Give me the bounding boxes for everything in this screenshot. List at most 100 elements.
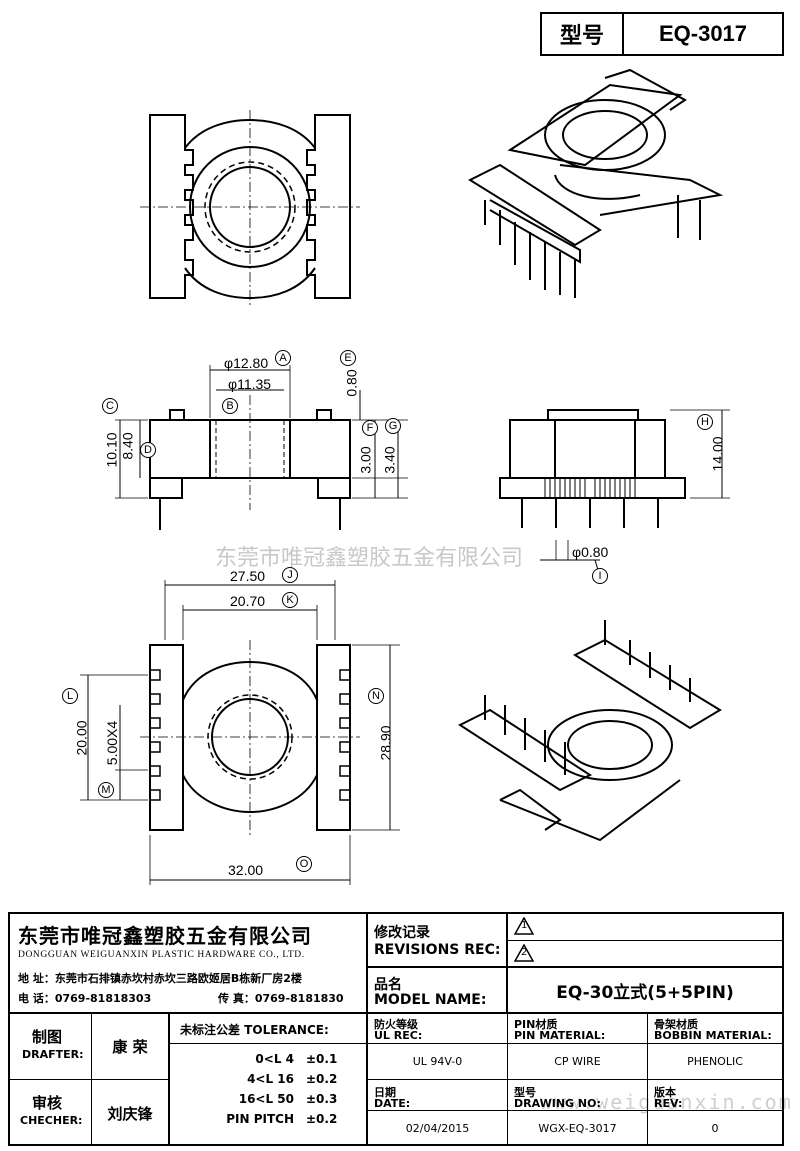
drafter-name: 康 荣	[112, 1038, 148, 1056]
company-name-cn: 东莞市唯冠鑫塑胶五金有限公司	[18, 924, 312, 948]
dim-k: 20.70	[230, 593, 266, 609]
checker-label: 审核 CHECHER:	[10, 1080, 92, 1146]
date-label-cn: 日期	[374, 1086, 396, 1099]
bobbin-label-en: BOBBIN MATERIAL:	[654, 1029, 772, 1042]
dim-a: φ12.80	[224, 355, 269, 371]
dwg-value: WGX-EQ-3017	[538, 1122, 617, 1135]
tolerance-value: ±0.2	[306, 1112, 338, 1126]
dim-m: 5.00X4	[104, 720, 121, 766]
dim-f: 3.00	[357, 446, 374, 474]
ul-value: UL 94V-0	[412, 1055, 463, 1068]
top-view	[140, 110, 360, 305]
drafter-label: 制图 DRAFTER:	[10, 1014, 92, 1080]
model-number: EQ-3017	[658, 21, 748, 46]
tolerance-header: 未标注公差 TOLERANCE:	[170, 1014, 368, 1044]
callout-d: D	[140, 442, 156, 458]
callout-h: H	[697, 414, 713, 430]
ul-label-en: UL REC:	[374, 1029, 423, 1042]
bobbin-label-cn: 骨架材质	[654, 1018, 698, 1031]
company-fax: 传 真：0769-8181830	[218, 992, 344, 1005]
dwg-label-en: DRAWING NO:	[514, 1097, 601, 1110]
checker-label-en: CHECHER:	[20, 1114, 83, 1127]
dim-b: φ11.35	[228, 376, 272, 392]
ul-value-cell: UL 94V-0	[368, 1044, 508, 1080]
company-info: 东莞市唯冠鑫塑胶五金有限公司 DONGGUAN WEIGUANXIN PLAST…	[10, 914, 368, 1012]
dim-d: 8.40	[119, 432, 136, 460]
title-box: 型号 EQ-3017	[540, 12, 784, 56]
bobbin-label-cell: 骨架材质 BOBBIN MATERIAL:	[648, 1014, 782, 1044]
dim-g: 3.40	[381, 446, 398, 474]
rev-label-cn: 版本	[654, 1086, 676, 1099]
drafter-label-en: DRAFTER:	[22, 1048, 84, 1061]
tolerance-range: 16<L 50	[238, 1092, 294, 1106]
callout-o: O	[296, 856, 312, 872]
watermark-company: 东莞市唯冠鑫塑胶五金有限公司	[215, 546, 524, 571]
rev-value-cell: 0	[648, 1110, 782, 1146]
side-view	[499, 409, 730, 571]
callout-e: E	[340, 350, 356, 366]
tolerance-range: 0<L 4	[255, 1052, 294, 1066]
date-label-en: DATE:	[374, 1097, 411, 1110]
model-label-cn: 品名	[374, 977, 402, 993]
tolerance-range: PIN PITCH	[226, 1112, 294, 1126]
revisions-label-cn: 修改记录	[374, 925, 430, 941]
drafter-name-cell: 康 荣	[92, 1014, 170, 1080]
model-name-value: EQ-30立式(5+5PIN)	[508, 968, 782, 1012]
dim-l: 20.00	[73, 720, 90, 756]
callout-b: B	[222, 398, 238, 414]
front-view	[115, 365, 408, 530]
company-address: 地 址：东莞市石排镇赤坎村赤坎三路欧姬居B栋新厂房2楼	[18, 972, 302, 985]
tolerance-value: ±0.1	[306, 1052, 338, 1066]
dim-h: 14.00	[709, 436, 726, 472]
revision-triangle-icon	[514, 917, 534, 935]
revisions-label: 修改记录 REVISIONS REC:	[368, 914, 508, 968]
pin-value-cell: CP WIRE	[508, 1044, 648, 1080]
model-name-text: EQ-30立式(5+5PIN)	[556, 982, 734, 1003]
title-block: 东莞市唯冠鑫塑胶五金有限公司 DONGGUAN WEIGUANXIN PLAST…	[8, 912, 784, 1146]
dim-i: φ0.80	[572, 544, 609, 560]
technical-drawing	[80, 68, 730, 885]
isometric-view-top	[467, 68, 724, 298]
bottom-view	[80, 580, 400, 885]
rev-label-cell: 版本 REV:	[648, 1080, 782, 1110]
bobbin-value-cell: PHENOLIC	[648, 1044, 782, 1080]
divider	[10, 1012, 782, 1014]
rev-value: 0	[711, 1122, 719, 1135]
revision-row-2: 2	[508, 941, 782, 968]
dim-o: 32.00	[228, 862, 264, 878]
ul-label-cn: 防火等级	[374, 1018, 418, 1031]
checker-name-cell: 刘庆锋	[92, 1080, 170, 1146]
model-label-en: MODEL NAME:	[374, 992, 487, 1008]
checker-name: 刘庆锋	[107, 1104, 153, 1123]
callout-i: I	[592, 568, 608, 584]
callout-m: M	[98, 782, 114, 798]
callout-c: C	[102, 398, 118, 414]
model-name-label: 品名 MODEL NAME:	[368, 968, 508, 1012]
callout-n: N	[368, 688, 384, 704]
tolerance-range: 4<L 16	[247, 1072, 294, 1086]
checker-label-cn: 审核	[32, 1094, 63, 1112]
revision-1-number: 1	[521, 920, 528, 931]
rev-label-en: REV:	[654, 1097, 683, 1110]
isometric-view-bottom	[457, 620, 722, 842]
bobbin-value: PHENOLIC	[687, 1055, 743, 1068]
pin-label-cn: PIN材质	[514, 1018, 558, 1031]
dim-e: 0.80	[343, 369, 360, 397]
dwg-label-cell: 型号 DRAWING NO:	[508, 1080, 648, 1110]
company-name-en: DONGGUAN WEIGUANXIN PLASTIC HARDWARE CO.…	[18, 950, 305, 960]
company-phone: 电 话：0769-81818303	[18, 992, 152, 1005]
dwg-value-cell: WGX-EQ-3017	[508, 1110, 648, 1146]
pin-label-en: PIN MATERIAL:	[514, 1029, 606, 1042]
dim-c: 10.10	[103, 432, 120, 468]
revision-triangle-icon	[514, 944, 534, 962]
pin-value: CP WIRE	[554, 1055, 601, 1068]
dwg-label-cn: 型号	[514, 1086, 536, 1099]
revisions-label-en: REVISIONS REC:	[374, 942, 501, 958]
dim-j: 27.50	[230, 568, 266, 584]
tolerance-value: ±0.3	[306, 1092, 338, 1106]
dim-n: 28.90	[377, 725, 394, 761]
ul-label-cell: 防火等级 UL REC:	[368, 1014, 508, 1044]
date-value: 02/04/2015	[405, 1122, 470, 1135]
tolerance-table: 0<L 4 ±0.1 4<L 16 ±0.2 16<L 50 ±0.3 PIN …	[170, 1044, 368, 1146]
callout-k: K	[282, 592, 298, 608]
